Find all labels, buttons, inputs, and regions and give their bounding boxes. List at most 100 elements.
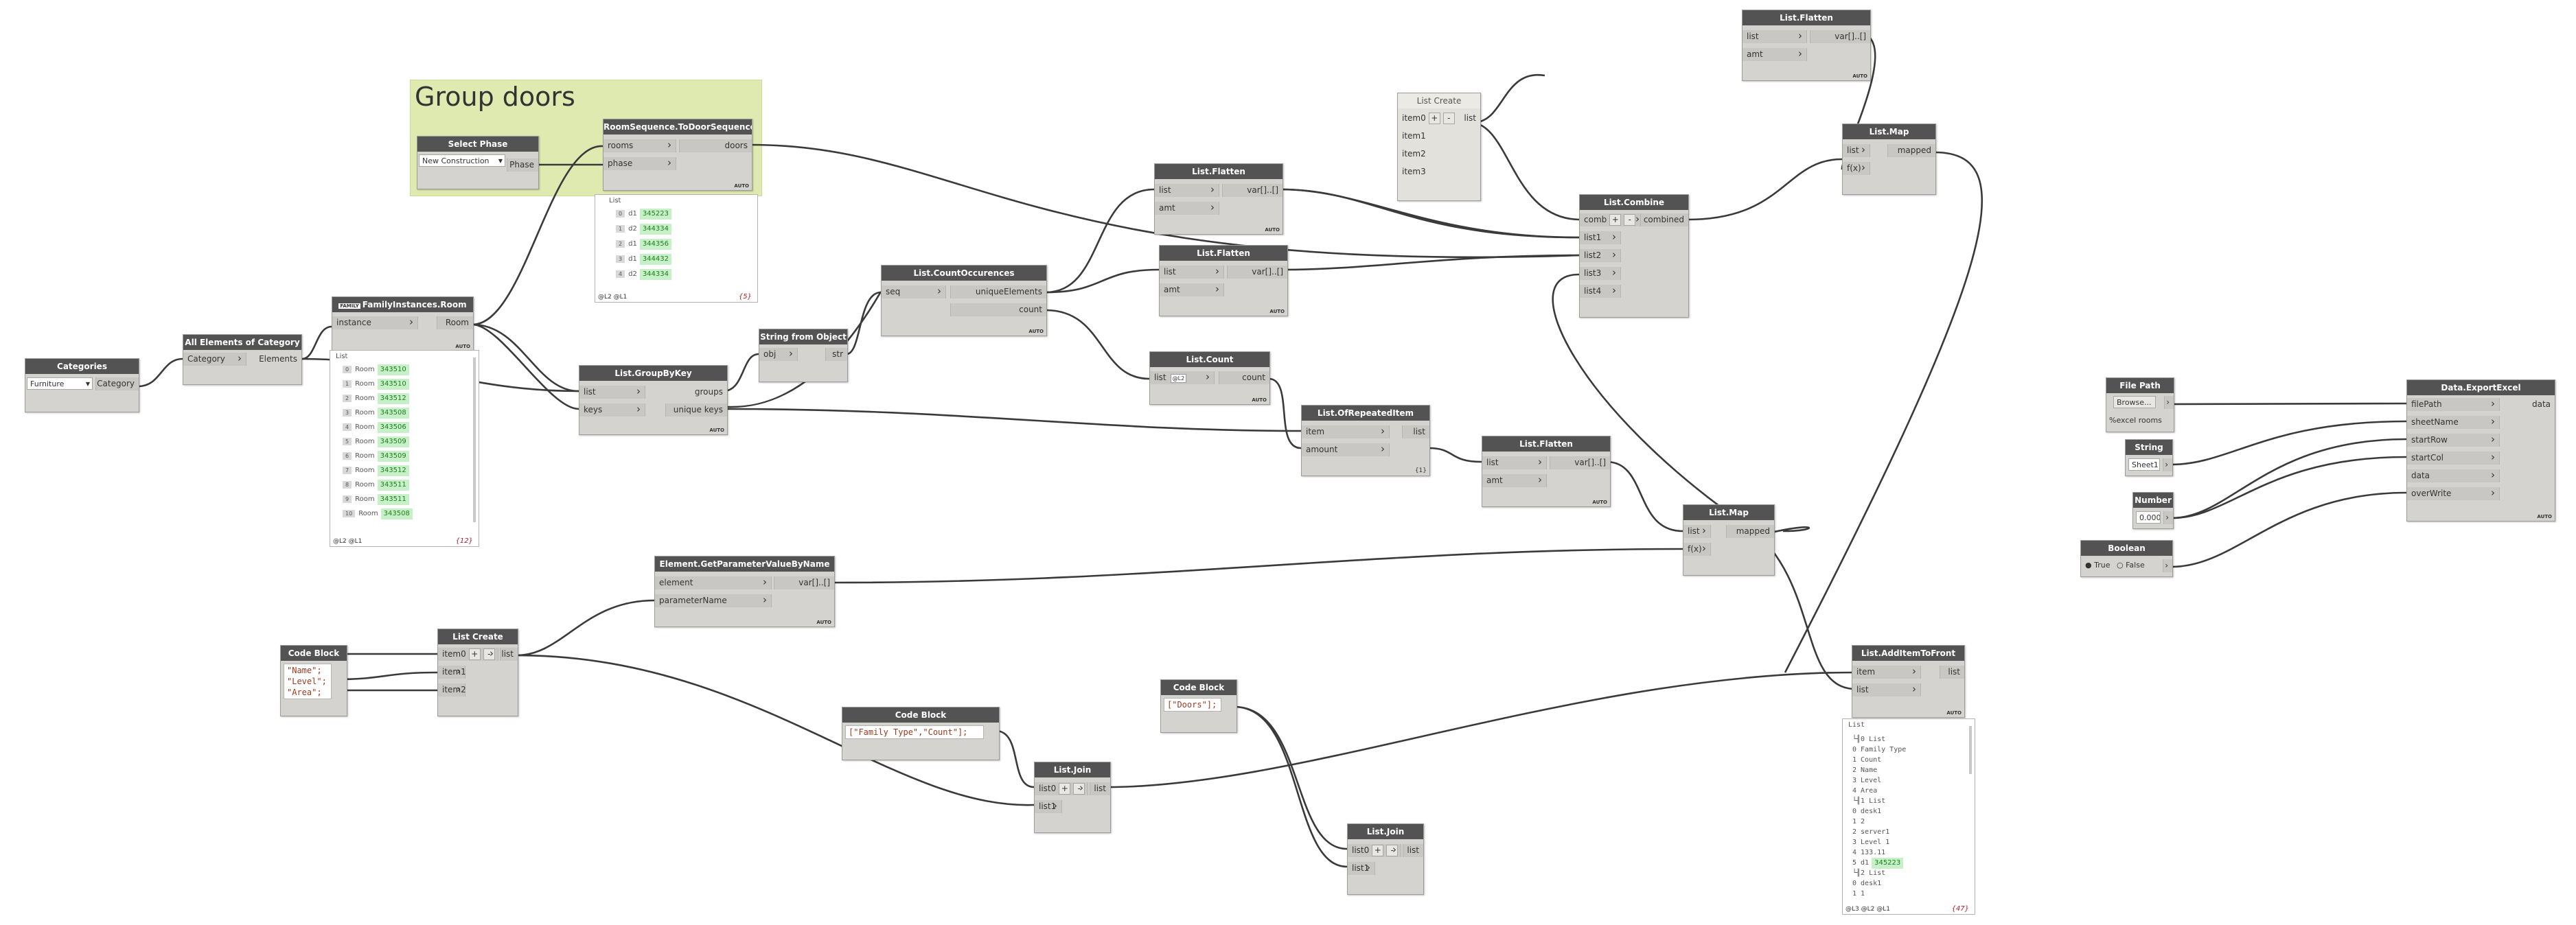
input-port[interactable]: list3 [1580, 266, 1621, 280]
input-port[interactable]: item0+- [1398, 112, 1455, 125]
input-port[interactable]: phase [603, 156, 676, 170]
input-port[interactable]: list [579, 385, 645, 399]
output-port[interactable]: data [2531, 399, 2551, 409]
flatten-node-3[interactable]: List.Flatten list amt var[]..[] AUTO [1482, 436, 1611, 507]
output-port[interactable]: count [1219, 371, 1269, 384]
input-port[interactable]: item1 [438, 665, 466, 679]
add-item-to-front-preview[interactable]: List └╢0 List 0 Family Type 1 Count 2 Na… [1842, 718, 1975, 915]
get-parameter-node[interactable]: Element.GetParameterValueByName element … [654, 556, 835, 627]
element-id[interactable]: 344334 [639, 224, 671, 235]
input-port[interactable]: list4 [1580, 284, 1621, 298]
remove-input-button[interactable]: - [1073, 783, 1085, 795]
string-from-object-node[interactable]: String from Object obj str [759, 329, 848, 382]
output-port[interactable]: Elements [259, 354, 297, 364]
add-input-button[interactable]: + [468, 648, 481, 660]
radio-true[interactable]: ● [2085, 561, 2092, 570]
all-elements-node[interactable]: All Elements of Category Category Elemen… [183, 334, 302, 385]
input-port[interactable]: list2 [1580, 248, 1621, 262]
string-node[interactable]: String Sheet1 › [2125, 439, 2173, 476]
output-port[interactable]: › [2163, 511, 2173, 524]
output-port[interactable]: groups [694, 387, 723, 397]
input-port[interactable]: sheetName [2407, 415, 2500, 429]
radio-false[interactable]: ○ [2116, 561, 2124, 570]
output-port[interactable]: var[]..[] [1810, 30, 1870, 43]
output-port[interactable]: list [1940, 666, 1964, 679]
remove-input-button[interactable]: - [1442, 113, 1455, 124]
input-port[interactable]: element [655, 576, 772, 589]
level-selector[interactable]: @L2 [1170, 374, 1187, 383]
input-port[interactable]: amt [1160, 283, 1224, 296]
output-port[interactable]: Room [437, 316, 473, 329]
element-id[interactable]: 344356 [639, 239, 671, 250]
string-input[interactable]: Sheet1 [2128, 458, 2160, 471]
list-combine-node[interactable]: List.Combine comb+- list1 list2 list3 li… [1579, 194, 1689, 318]
input-port[interactable]: item0+- [438, 647, 498, 661]
list-join-node-1[interactable]: List.Join list0+- list1 list [1034, 762, 1111, 833]
boolean-options[interactable]: ● True ○ False [2085, 561, 2145, 570]
input-port[interactable]: amt [1155, 201, 1219, 215]
element-id[interactable]: 343506 [377, 422, 409, 433]
room-sequence-node[interactable]: RoomSequence.ToDoorSequence rooms phase … [603, 119, 752, 191]
element-id[interactable]: 343511 [377, 494, 409, 505]
output-port[interactable]: var[]..[] [774, 576, 834, 589]
input-port[interactable]: f(x) [1843, 161, 1870, 175]
flatten-node-top[interactable]: List.Flatten list amt var[]..[] AUTO [1742, 10, 1871, 81]
input-port[interactable]: list1 [1035, 799, 1062, 813]
element-id[interactable]: 343509 [377, 436, 409, 447]
number-node[interactable]: Number 0.000 › [2132, 492, 2174, 529]
count-occurences-node[interactable]: List.CountOccurences seq uniqueElements … [881, 265, 1047, 336]
output-port[interactable]: mapped [1887, 144, 1935, 157]
output-port[interactable]: Phase [507, 159, 538, 172]
output-port[interactable]: list [500, 648, 518, 661]
category-dropdown[interactable]: Furniture ▼ [27, 377, 93, 390]
input-port[interactable]: item [1852, 665, 1921, 679]
input-port[interactable]: list [1482, 456, 1547, 469]
input-port[interactable]: list [1843, 143, 1870, 157]
element-id[interactable]: 344432 [639, 254, 671, 265]
input-port[interactable]: Category [183, 352, 246, 366]
output-port[interactable]: var[]..[] [1550, 456, 1610, 469]
add-item-to-front-node[interactable]: List.AddItemToFront item list list AUTO [1852, 645, 1965, 718]
output-port[interactable]: Category [95, 377, 139, 390]
browse-button[interactable]: Browse... [2113, 396, 2156, 408]
code-editor[interactable]: "Name"; "Level"; "Area"; [284, 664, 332, 699]
input-port[interactable]: item2 [1402, 149, 1426, 159]
output-port[interactable]: doors [679, 139, 752, 152]
code-editor[interactable]: ["Family Type","Count"]; [845, 725, 984, 739]
input-port[interactable]: seq [882, 285, 946, 298]
add-input-button[interactable]: + [1372, 845, 1384, 856]
output-port[interactable]: uniqueElements [950, 285, 1046, 298]
list-create-top-node[interactable]: List Create item0+- item1 item2 item3 li… [1397, 93, 1481, 201]
list-count-node[interactable]: List.Count list@L2 count AUTO [1149, 351, 1270, 405]
boolean-node[interactable]: Boolean ● True ○ False › [2080, 540, 2173, 577]
input-port[interactable]: filePath [2407, 397, 2500, 411]
input-port[interactable]: overWrite [2407, 487, 2500, 500]
element-id[interactable]: 343508 [380, 508, 413, 519]
input-port[interactable]: parameterName [655, 594, 772, 607]
input-port[interactable]: list [1683, 524, 1711, 538]
file-path-node[interactable]: File Path Browse... › %excel rooms [2106, 377, 2174, 432]
code-block-node-3[interactable]: Code Block ["Doors"]; [1160, 679, 1237, 733]
categories-node[interactable]: Categories Furniture ▼ Category [25, 358, 139, 412]
add-input-button[interactable]: + [1609, 214, 1622, 226]
element-id[interactable]: 345223 [1872, 858, 1904, 869]
input-port[interactable]: instance [332, 316, 418, 329]
output-port[interactable]: › [2163, 559, 2172, 572]
add-input-button[interactable]: + [1059, 783, 1071, 795]
phase-dropdown[interactable]: New Construction ▼ [419, 154, 505, 167]
output-port[interactable]: str [825, 348, 847, 361]
list-create-bottom-node[interactable]: List Create item0+- item1 item2 list [437, 629, 518, 716]
remove-input-button[interactable]: - [483, 648, 495, 660]
input-port[interactable]: list0+- [1035, 782, 1088, 795]
remove-input-button[interactable]: - [1386, 845, 1399, 856]
input-port[interactable]: list1 [1348, 861, 1375, 875]
element-id[interactable]: 344334 [639, 269, 671, 280]
input-port[interactable]: keys [579, 403, 645, 417]
input-port[interactable]: item [1302, 425, 1390, 438]
element-id[interactable]: 345223 [639, 209, 671, 220]
output-port[interactable]: › [2163, 458, 2172, 471]
of-repeated-item-node[interactable]: List.OfRepeatedItem item amount list {1} [1301, 405, 1430, 476]
input-port[interactable]: item2 [438, 683, 466, 696]
